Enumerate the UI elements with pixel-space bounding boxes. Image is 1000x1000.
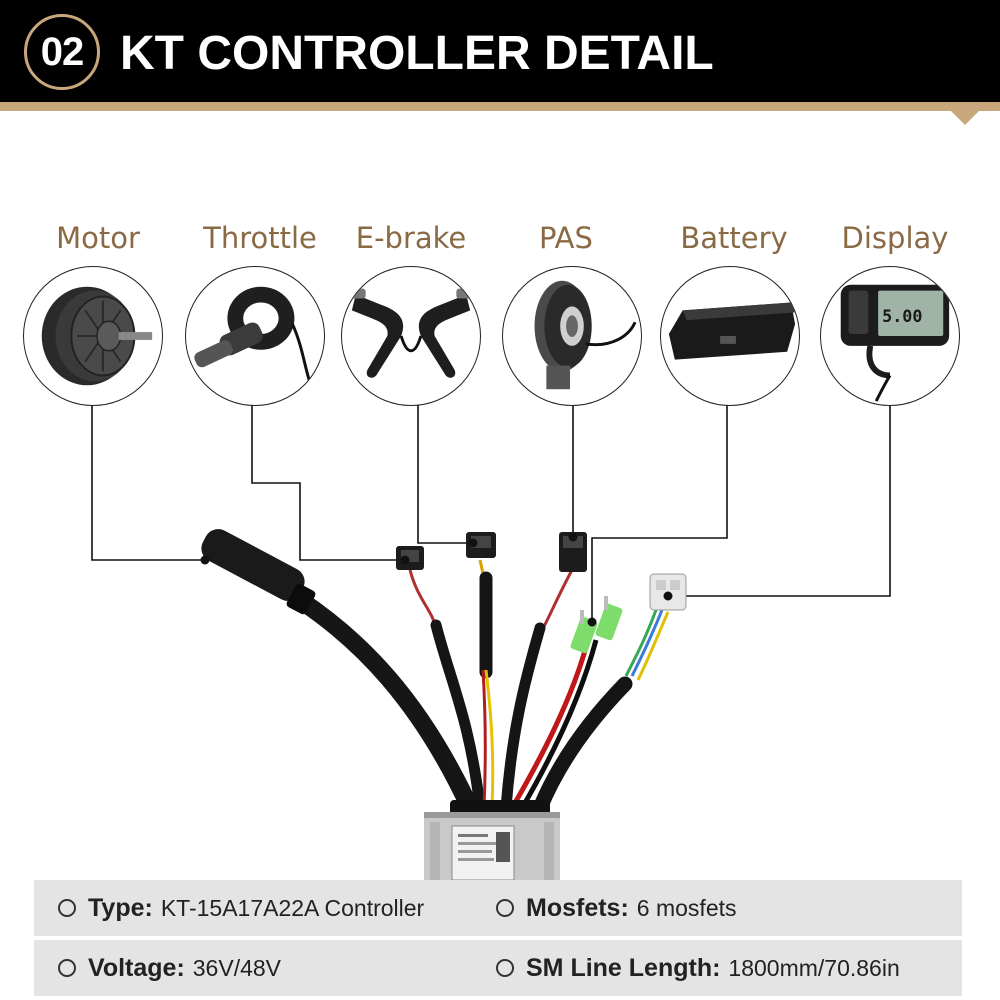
brake-lever-icon	[347, 288, 475, 378]
battery-pack-icon	[668, 302, 796, 360]
motor-circle	[23, 266, 163, 406]
battery-leads	[509, 596, 623, 810]
spec-line-length-value: 1800mm/70.86in	[728, 954, 900, 981]
throttle-callout-line	[251, 405, 405, 561]
spec-line-length: SM Line Length: 1800mm/70.86in	[496, 940, 900, 996]
bullet-circle-icon	[58, 899, 76, 917]
callout-lines	[91, 405, 891, 622]
ebrake-callout-line	[417, 405, 473, 544]
thumb-throttle-icon	[194, 286, 312, 384]
spec-mosfets-value: 6 mosfets	[636, 894, 737, 921]
display-circle: 5.00	[820, 266, 960, 406]
component-label-battery: Battery	[680, 221, 788, 255]
display-callout-line	[668, 405, 891, 597]
header-notch	[951, 111, 979, 125]
pas-cable	[500, 532, 587, 814]
callout-dots	[200, 532, 673, 627]
ebrake-circle	[341, 266, 481, 406]
spec-type-value: KT-15A17A22A Controller	[160, 894, 425, 921]
lcd-display-icon: 5.00	[840, 284, 950, 402]
bullet-circle-icon	[496, 899, 514, 917]
display-cable	[532, 573, 687, 816]
hub-motor-icon	[41, 286, 153, 386]
component-label-throttle: Throttle	[203, 221, 317, 255]
throttle-circle	[185, 266, 325, 406]
spec-mosfets-key: Mosfets:	[526, 893, 629, 922]
pas-sensor-icon	[534, 280, 637, 390]
header-accent-band	[0, 102, 1000, 111]
spec-line-length-key: SM Line Length:	[526, 953, 721, 982]
throttle-cable	[396, 546, 486, 814]
bullet-circle-icon	[58, 959, 76, 977]
spec-mosfets: Mosfets: 6 mosfets	[496, 880, 737, 936]
page-title: KT CONTROLLER DETAIL	[120, 27, 714, 80]
spec-row-1: Type: KT-15A17A22A Controller Mosfets: 6…	[34, 880, 962, 936]
component-label-pas: PAS	[539, 221, 593, 255]
pas-circle	[502, 266, 642, 406]
spec-row-2: Voltage: 36V/48V SM Line Length: 1800mm/…	[34, 940, 962, 996]
wiring-diagram	[91, 405, 891, 880]
section-number-badge: 02	[24, 14, 100, 90]
motor-callout-line	[91, 405, 205, 561]
display-reading: 5.00	[882, 306, 922, 326]
motor-cable	[201, 529, 479, 817]
component-label-motor: Motor	[56, 221, 140, 255]
battery-circle	[660, 266, 800, 406]
controller-box	[424, 800, 560, 880]
spec-voltage-value: 36V/48V	[192, 954, 282, 981]
spec-voltage: Voltage: 36V/48V	[58, 940, 281, 996]
component-label-ebrake: E-brake	[355, 221, 467, 255]
ebrake-cable	[466, 532, 496, 809]
component-label-display: Display	[841, 221, 949, 255]
spec-type: Type: KT-15A17A22A Controller	[58, 880, 424, 936]
battery-callout-line	[591, 405, 728, 622]
header-bar: 02 KT CONTROLLER DETAIL	[0, 0, 1000, 102]
bullet-circle-icon	[496, 959, 514, 977]
spec-type-key: Type:	[88, 893, 153, 922]
spec-voltage-key: Voltage:	[88, 953, 185, 982]
